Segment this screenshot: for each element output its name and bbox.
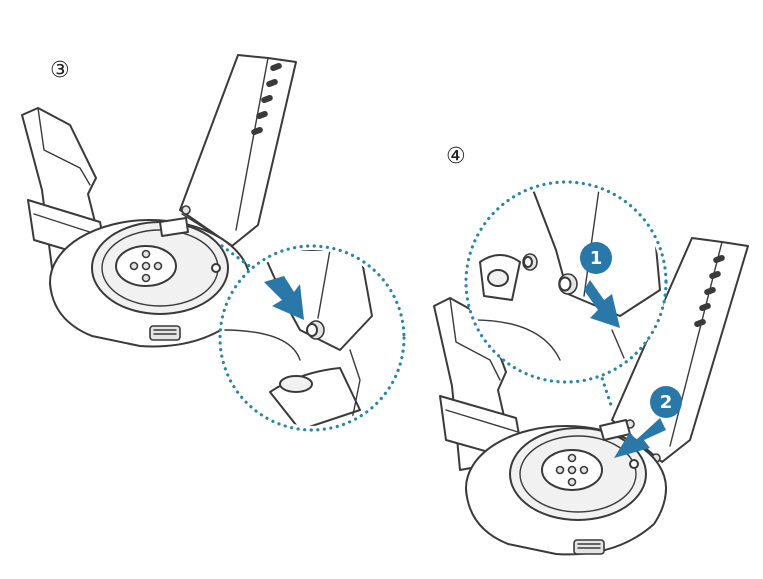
step-4-slide-arrow-icon (584, 280, 620, 328)
numbered-badge-icon (580, 242, 612, 274)
callout-1-label: 1 (590, 248, 603, 269)
step-4-pull-arrow-icon (614, 418, 666, 458)
step-4-panel: ④ (433, 144, 749, 556)
step-3-panel: ③ (21, 54, 406, 432)
step-4-zoom-connector (594, 358, 614, 410)
step-4-upper-strap (611, 237, 749, 463)
numbered-badge-icon (650, 386, 682, 418)
step-4-strap-holes (694, 254, 725, 328)
step-4-callout-1: 1 (580, 242, 612, 274)
step-4-number: ④ (446, 144, 466, 169)
step-3-upper-strap (179, 54, 297, 247)
step-4-callout-2: 2 (650, 386, 682, 418)
step-3-zoom-detail (218, 244, 406, 432)
step-4-zoom-detail (464, 180, 668, 384)
step-3-push-arrow-icon (264, 276, 304, 320)
step-3-lower-strap (21, 107, 109, 269)
step-3-number: ③ (50, 58, 70, 83)
step-3-strap-holes (251, 62, 282, 136)
step-3-zoom-connector (220, 244, 254, 270)
callout-2-label: 2 (660, 392, 673, 413)
step-3-watch-body (49, 217, 251, 348)
